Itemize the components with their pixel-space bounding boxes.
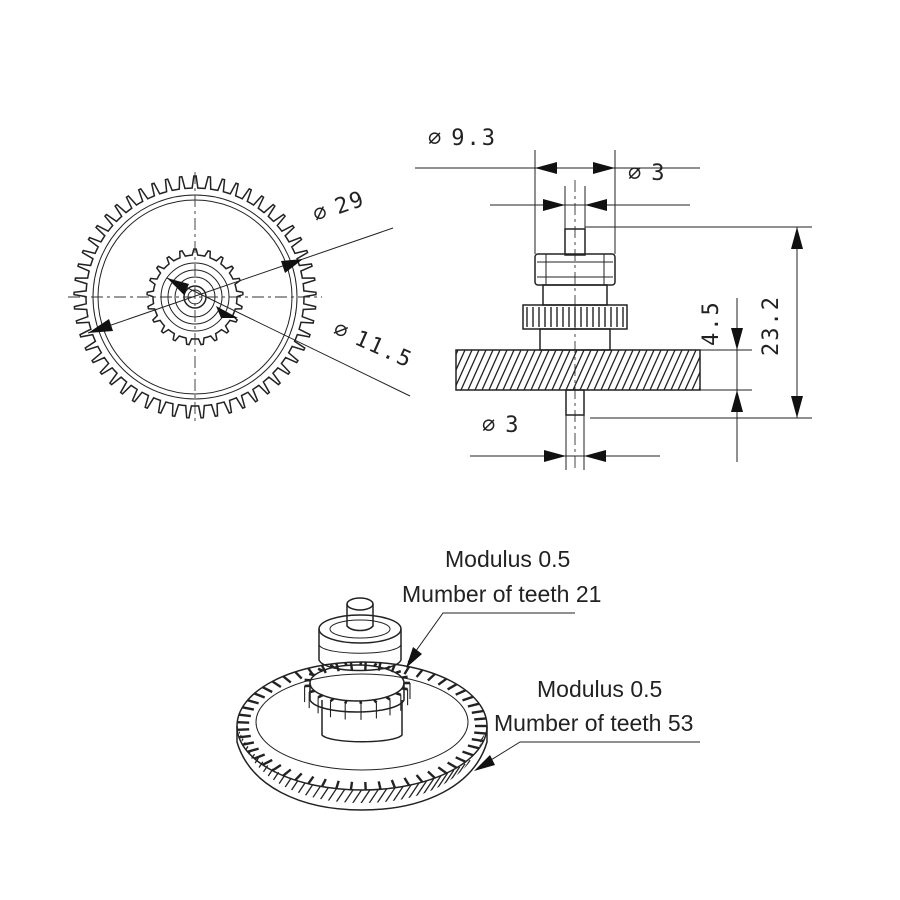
isometric-view — [236, 597, 488, 811]
callout-small-gear-teeth: Mumber of teeth 21 — [402, 581, 601, 607]
bearing-collar-iso — [318, 614, 402, 672]
dimension-gear-offset-label: 4.5 — [699, 300, 724, 346]
small-gear-side — [522, 304, 628, 330]
dimension-outer-diameter-label: ⌀29 — [310, 187, 369, 228]
dimension-shaft-bottom: ⌀3 — [470, 413, 660, 470]
dimension-shaft-bottom-label: ⌀3 — [482, 413, 521, 438]
dimension-shaft-top: ⌀3 — [490, 161, 690, 229]
callout-small-gear: Modulus 0.5 Mumber of teeth 21 — [402, 546, 601, 668]
shaft-iso — [346, 597, 374, 632]
dimension-shaft-top-label: ⌀3 — [628, 161, 667, 186]
dimension-overall-height: 23.2 — [585, 226, 812, 419]
side-view: ⌀9.3 ⌀3 ⌀3 23.2 — [415, 126, 812, 470]
dimension-gear-offset: 4.5 — [699, 298, 752, 462]
callout-small-gear-modulus: Modulus 0.5 — [445, 546, 570, 572]
callout-large-gear-teeth: Mumber of teeth 53 — [494, 710, 693, 736]
small-gear-iso — [304, 661, 411, 720]
dimension-collar-label: ⌀9.3 — [428, 126, 497, 151]
dimension-overall-height-label: 23.2 — [759, 295, 784, 356]
dimension-collar-diameter: ⌀9.3 — [415, 126, 700, 254]
shaft-top — [564, 228, 586, 256]
large-gear-iso — [236, 661, 488, 811]
large-gear-side — [455, 349, 701, 391]
shaft-bottom — [565, 389, 585, 416]
callout-large-gear: Modulus 0.5 Mumber of teeth 53 — [474, 676, 700, 771]
callout-large-gear-modulus: Modulus 0.5 — [537, 676, 662, 702]
dimension-outer-diameter: ⌀29 — [87, 187, 394, 334]
top-view: ⌀29 ⌀11.5 — [68, 172, 417, 422]
dimension-inner-diameter-label: ⌀11.5 — [330, 317, 417, 374]
